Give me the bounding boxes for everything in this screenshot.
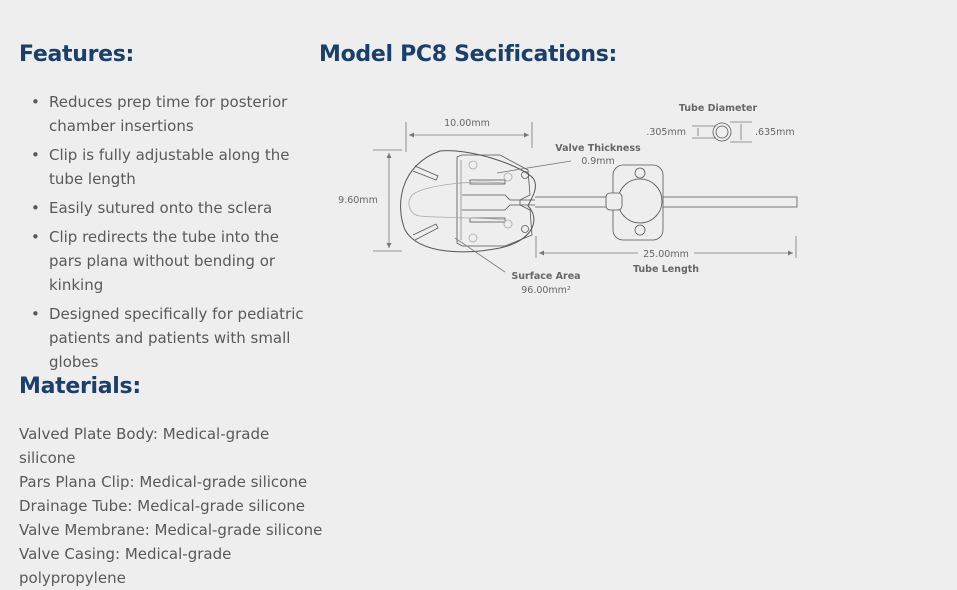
pc8-diagram: 10.00mm 9.60mm Tube Diameter .305mm .635… bbox=[338, 103, 798, 296]
feature-text: Easily sutured onto the sclera bbox=[49, 199, 273, 217]
feature-text: Clip is fully adjustable along the tube … bbox=[49, 146, 290, 188]
bullet-icon: • bbox=[31, 199, 40, 217]
surface-area-title: Surface Area bbox=[511, 271, 580, 282]
tube-length-value: 25.00mm bbox=[643, 249, 689, 260]
valve-thickness-title: Valve Thickness bbox=[555, 143, 641, 154]
list-item: • Clip is fully adjustable along the tube… bbox=[19, 143, 309, 191]
bullet-icon: • bbox=[31, 305, 40, 323]
material-item: Valve Membrane: Medical-grade silicone bbox=[19, 521, 323, 539]
feature-text: Reduces prep time for posterior chamber … bbox=[49, 93, 288, 135]
list-item: • Easily sutured onto the sclera bbox=[19, 196, 309, 220]
tube-diameter-title: Tube Diameter bbox=[679, 103, 758, 114]
bullet-icon: • bbox=[31, 93, 40, 111]
valve-thickness-value: 0.9mm bbox=[581, 156, 615, 167]
feature-text: Clip redirects the tube into the pars pl… bbox=[49, 228, 280, 294]
inner-diameter-label: .305mm bbox=[646, 127, 686, 138]
bullet-icon: • bbox=[31, 228, 40, 246]
bullet-icon: • bbox=[31, 146, 40, 164]
material-item: Drainage Tube: Medical-grade silicone bbox=[19, 497, 306, 515]
surface-area-value: 96.00mm² bbox=[521, 285, 571, 296]
list-item: • Clip redirects the tube into the pars p… bbox=[19, 225, 309, 297]
material-item: Pars Plana Clip: Medical-grade silicone bbox=[19, 473, 308, 491]
height-label: 9.60mm bbox=[338, 195, 378, 206]
list-item: • Designed specifically for pediatric pat… bbox=[19, 302, 309, 374]
specifications-heading: Model PC8 Secifications: bbox=[319, 42, 617, 67]
feature-text: Designed specifically for pediatric pati… bbox=[49, 305, 304, 371]
material-item: Valve Casing: Medical-grade polypropylen… bbox=[19, 545, 232, 587]
materials-heading: Materials: bbox=[19, 374, 141, 399]
materials-list: Valved Plate Body: Medical-grade silicon… bbox=[19, 422, 329, 590]
width-label: 10.00mm bbox=[444, 118, 490, 129]
tube-length-title: Tube Length bbox=[633, 264, 699, 275]
features-heading: Features: bbox=[19, 42, 135, 67]
features-list: • Reduces prep time for posterior chamber… bbox=[19, 90, 309, 379]
outer-diameter-label: .635mm bbox=[755, 127, 795, 138]
list-item: • Reduces prep time for posterior chamber… bbox=[19, 90, 309, 138]
material-item: Valved Plate Body: Medical-grade silicon… bbox=[19, 425, 270, 467]
